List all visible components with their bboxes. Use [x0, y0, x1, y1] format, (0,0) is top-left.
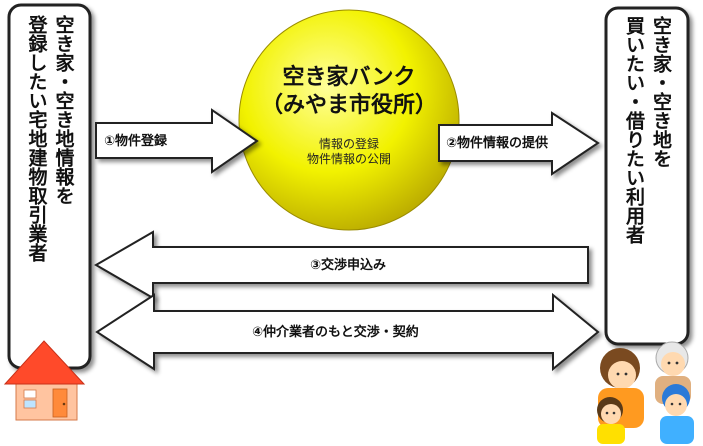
- arrow-negotiation-request-label: ③交渉申込み: [310, 257, 386, 273]
- arrow-info-provision: [438, 111, 600, 176]
- right-party-box: [604, 6, 690, 346]
- left-box-line2: 登録したい宅地建物取引業者: [25, 15, 48, 262]
- left-box-line1: 空き家・空き地情報を: [52, 15, 75, 205]
- akiya-bank-sphere: [238, 9, 460, 231]
- arrow-registration-label: ①物件登録: [104, 133, 168, 149]
- bank-role-line2: 物件情報の公開: [307, 152, 391, 166]
- arrow-broker-contract: [95, 292, 600, 372]
- family-illustration-icon: [597, 341, 694, 444]
- arrow-registration: [95, 108, 259, 174]
- arrow-broker-contract-label: ④仲介業者のもと交渉・契約: [252, 324, 419, 340]
- bank-subtitle: （みやま市役所）: [261, 92, 437, 118]
- bank-title: 空き家バンク: [282, 64, 415, 90]
- house-icon: [3, 340, 86, 421]
- right-box-line2: 買いたい・借りたい利用者: [623, 16, 645, 244]
- right-box-line1: 空き家・空き地を: [650, 16, 672, 168]
- arrow-negotiation-request: [94, 230, 589, 300]
- bank-role-line1: 情報の登録: [319, 136, 379, 151]
- arrow-info-provision-label: ②物件情報の提供: [446, 135, 548, 151]
